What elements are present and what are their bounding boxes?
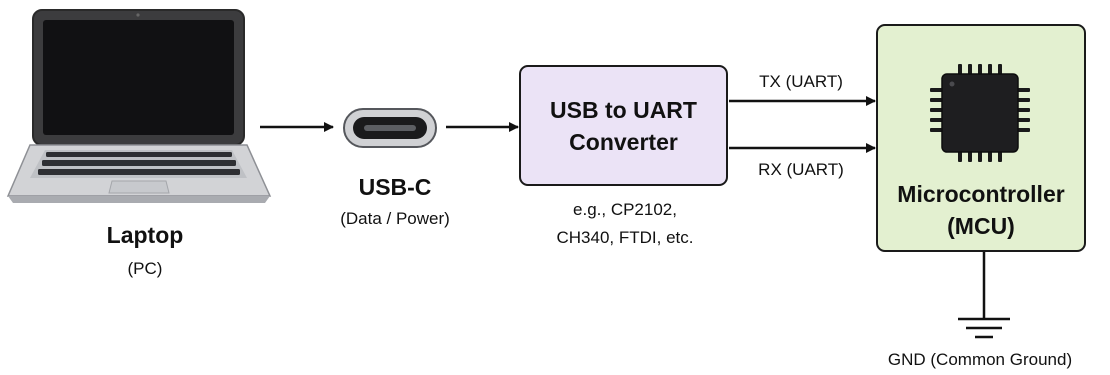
mcu-box: Microcontroller (MCU) <box>876 24 1086 252</box>
laptop-title: Laptop <box>106 222 184 248</box>
converter-title-line1: USB to UART <box>550 96 697 123</box>
usb-c-title: USB-C <box>358 174 432 200</box>
converter-note-line2: CH340, FTDI, etc. <box>556 228 694 247</box>
usb-c-subtitle: (Data / Power) <box>340 209 450 228</box>
mcu-title-line2: (MCU) <box>947 213 1015 239</box>
converter-title-line2: Converter <box>569 128 678 155</box>
converter-box: USB to UART Converter <box>519 65 728 186</box>
microchip-icon <box>930 64 1030 162</box>
laptop-subtitle: (PC) <box>127 259 163 278</box>
usb-c-connector-icon <box>343 108 437 148</box>
rx-uart-label: RX (UART) <box>758 160 844 179</box>
tx-uart-label: TX (UART) <box>759 72 843 91</box>
ground-label: GND (Common Ground) <box>887 350 1073 369</box>
laptop-icon <box>6 9 272 203</box>
ground-symbol-icon <box>958 317 1010 339</box>
converter-note-line1: e.g., CP2102, <box>573 200 677 219</box>
mcu-title-line1: Microcontroller <box>897 181 1065 207</box>
